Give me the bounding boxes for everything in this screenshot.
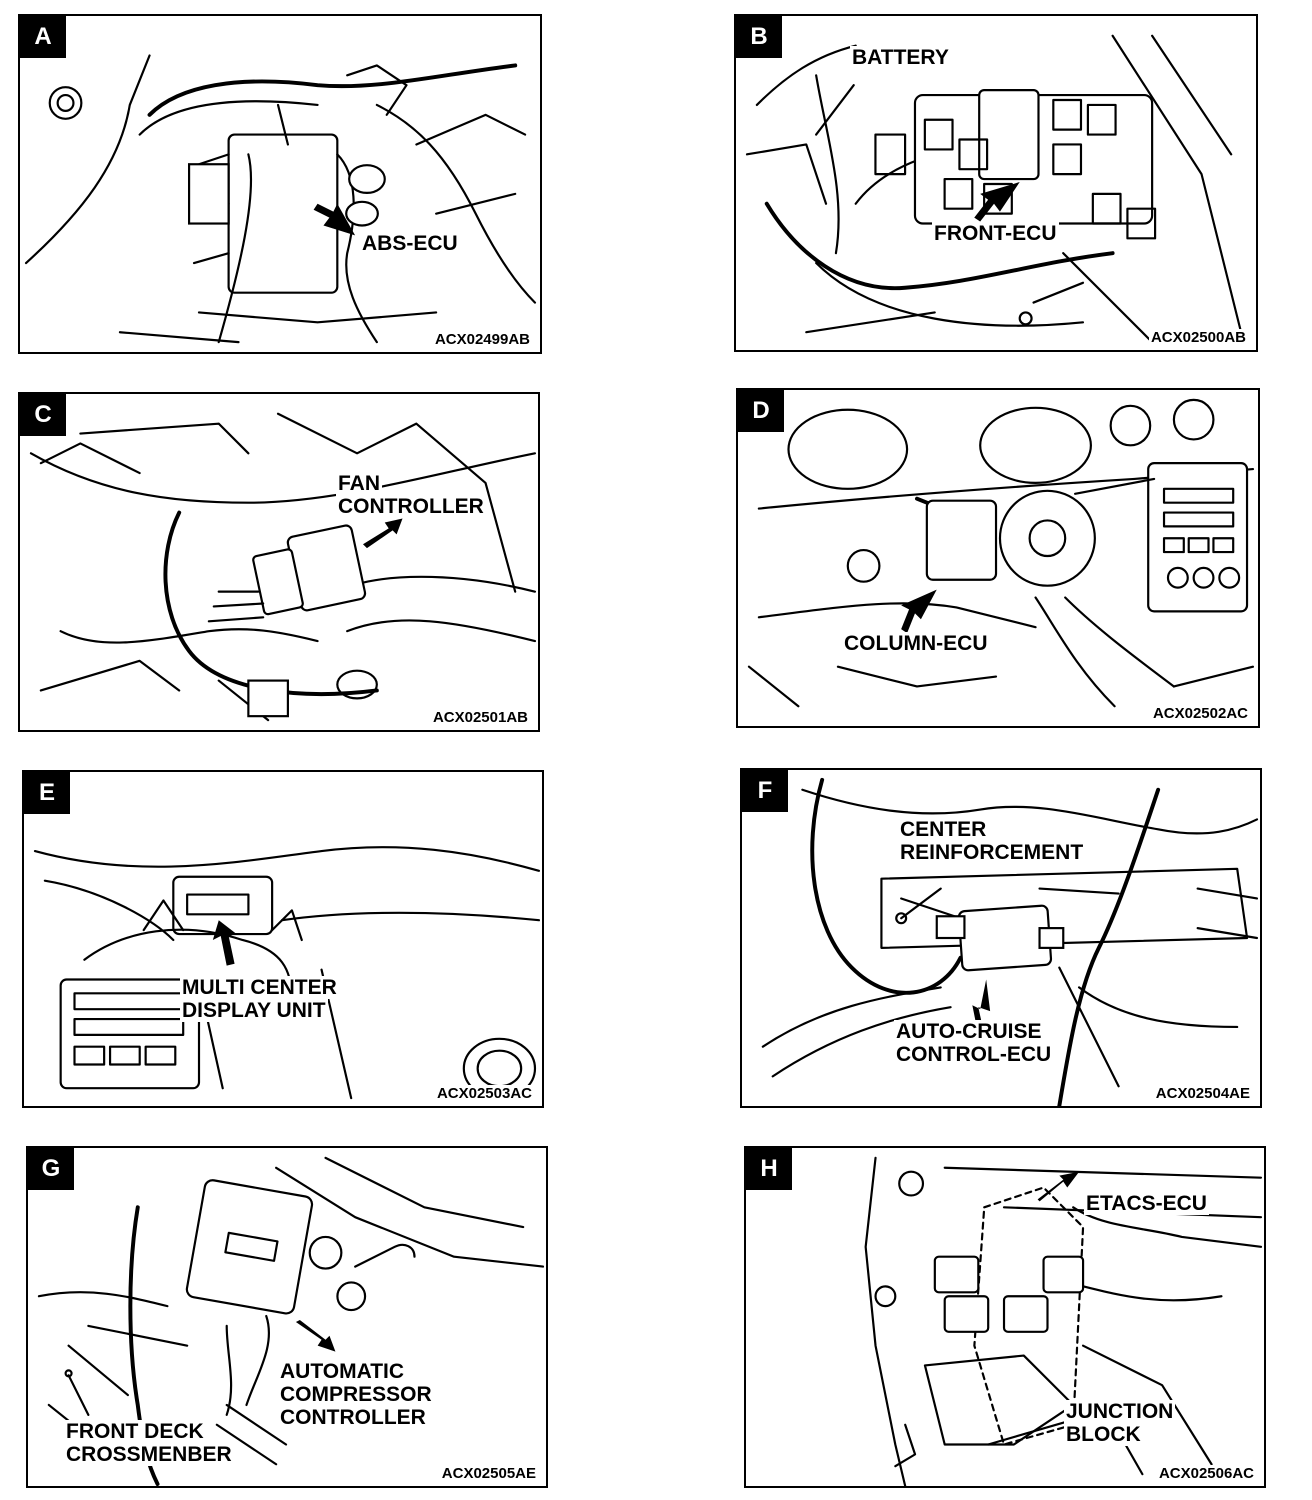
callout-label: FAN — [336, 472, 382, 495]
auto-cruise-ecu-illustration — [761, 777, 1259, 1106]
figure-code: ACX02506AC — [1156, 1465, 1256, 1482]
panel-letter: G — [28, 1148, 74, 1190]
callout-label: REINFORCEMENT — [898, 841, 1086, 864]
panel-d: D COLUMN-ECU ACX02502AC — [736, 388, 1260, 728]
panel-letter: C — [20, 394, 66, 436]
callout-label: AUTOMATIC — [278, 1360, 407, 1383]
callout-label: CROSSMENBER — [64, 1443, 234, 1466]
figure-code: ACX02505AE — [439, 1465, 538, 1482]
figure-code: ACX02501AB — [430, 709, 530, 726]
figure-code: ACX02499AB — [432, 331, 532, 348]
figure-code: ACX02503AC — [434, 1085, 534, 1102]
callout-label: CONTROLLER — [278, 1406, 428, 1429]
callout-label: BATTERY — [850, 46, 951, 69]
panel-c: C FAN CONTROLLER ACX02501AB — [18, 392, 540, 732]
column-ecu-illustration — [747, 398, 1255, 708]
figure-code: ACX02504AE — [1153, 1085, 1252, 1102]
callout-label: COMPRESSOR — [278, 1383, 434, 1406]
multi-center-display-illustration — [33, 846, 541, 1100]
callout-label: ETACS-ECU — [1084, 1192, 1209, 1215]
figure-code: ACX02502AC — [1150, 705, 1250, 722]
callout-label: AUTO-CRUISE — [894, 1020, 1044, 1043]
panel-b: B BATTERY FRONT-ECU ACX02500AB — [734, 14, 1258, 352]
panel-letter: F — [742, 770, 788, 812]
callout-label: BLOCK — [1064, 1423, 1143, 1446]
callout-label: COLUMN-ECU — [842, 632, 990, 655]
panel-a: A ABS-ECU ACX02499AB — [18, 14, 542, 354]
panel-g: G AUTOMATIC COMPRESSOR CONTROLLER FRONT … — [26, 1146, 548, 1488]
callout-label: FRONT-ECU — [932, 222, 1059, 245]
abs-ecu-illustration — [24, 54, 537, 344]
callout-label: JUNCTION — [1064, 1400, 1176, 1423]
panel-e: E MULTI CENTER DISPLAY UNIT ACX02503AC — [22, 770, 544, 1108]
panel-letter: E — [24, 772, 70, 814]
callout-label: MULTI CENTER — [180, 976, 339, 999]
callout-label: CONTROL-ECU — [894, 1043, 1054, 1066]
panel-letter: A — [20, 16, 66, 58]
panel-letter: H — [746, 1148, 792, 1190]
callout-label: DISPLAY UNIT — [180, 999, 328, 1022]
panel-h: H ETACS-ECU JUNCTION BLOCK ACX02506AC — [744, 1146, 1266, 1488]
panel-f: F CENTER REINFORCEMENT AUTO-CRUISE CONTR… — [740, 768, 1262, 1108]
panel-letter: D — [738, 390, 784, 432]
callout-label: ABS-ECU — [360, 232, 460, 255]
callout-label: FRONT DECK — [64, 1420, 206, 1443]
figure-code: ACX02500AB — [1148, 329, 1248, 346]
front-ecu-illustration — [745, 34, 1243, 344]
fan-controller-illustration — [29, 412, 537, 722]
callout-label: CENTER — [898, 818, 989, 841]
panel-letter: B — [736, 16, 782, 58]
callout-label: CONTROLLER — [336, 495, 486, 518]
